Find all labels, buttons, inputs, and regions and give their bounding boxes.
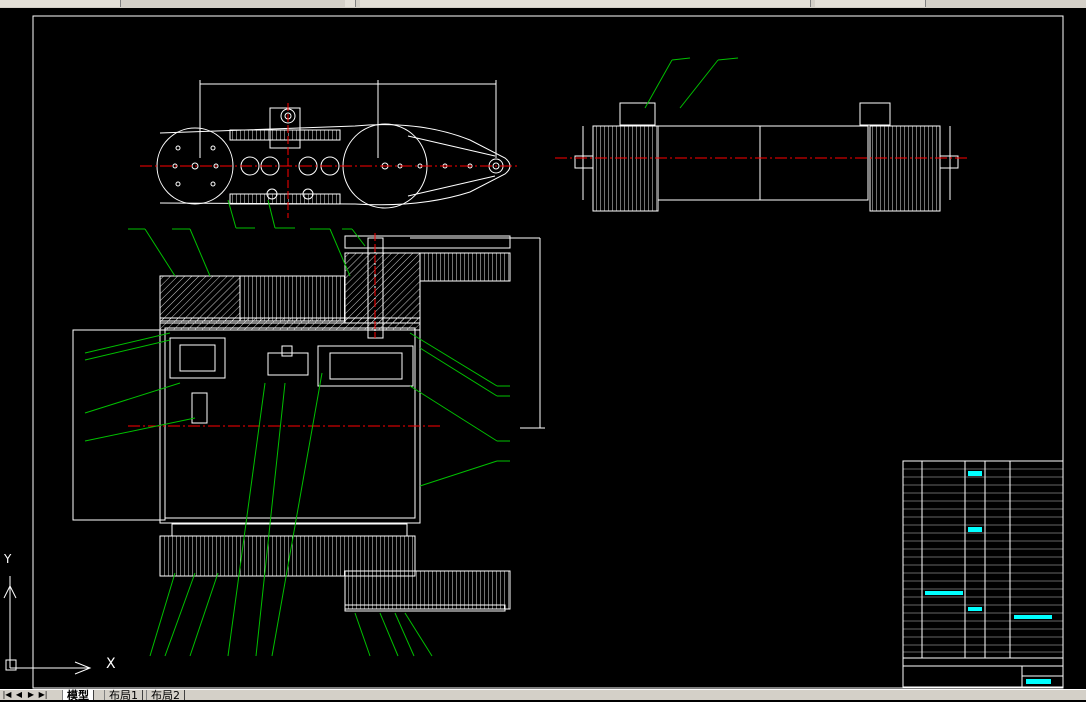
bom-highlights — [925, 471, 1052, 684]
ucs-x-label: X — [106, 656, 116, 672]
last-layout-icon[interactable]: ▶| — [38, 690, 48, 699]
toolbar-segment[interactable] — [815, 0, 926, 7]
ucs-icon — [3, 576, 92, 675]
tab-model[interactable]: 模型 — [62, 690, 94, 701]
drawing-canvas[interactable]: X Y — [0, 8, 1086, 689]
tab-layout2[interactable]: 布局2 — [146, 690, 185, 701]
tab-layout1[interactable]: 布局1 — [104, 690, 143, 701]
bom-rows — [903, 468, 1063, 653]
bom-table — [902, 460, 1064, 688]
leader-lines — [227, 199, 295, 229]
toolbar-segment[interactable] — [360, 0, 811, 7]
first-layout-icon[interactable]: |◀ — [2, 690, 12, 699]
leader-lines — [84, 228, 510, 657]
track-side-view — [156, 80, 511, 209]
next-layout-icon[interactable]: ▶ — [27, 690, 35, 699]
leader-lines — [644, 57, 739, 109]
toolbar-segment[interactable] — [0, 0, 121, 7]
toolbar-segment[interactable] — [345, 0, 356, 7]
ucs-y-label: Y — [4, 552, 12, 566]
cad-drawing — [3, 15, 1064, 689]
layout-tab-bar: |◀ ◀ ▶ ▶| 模型 布局1 布局2 — [0, 689, 1086, 701]
track-top-view — [574, 102, 959, 212]
drawing-border — [32, 15, 1064, 689]
assembly-front-view — [72, 235, 545, 612]
previous-layout-icon[interactable]: ◀ — [15, 690, 23, 699]
